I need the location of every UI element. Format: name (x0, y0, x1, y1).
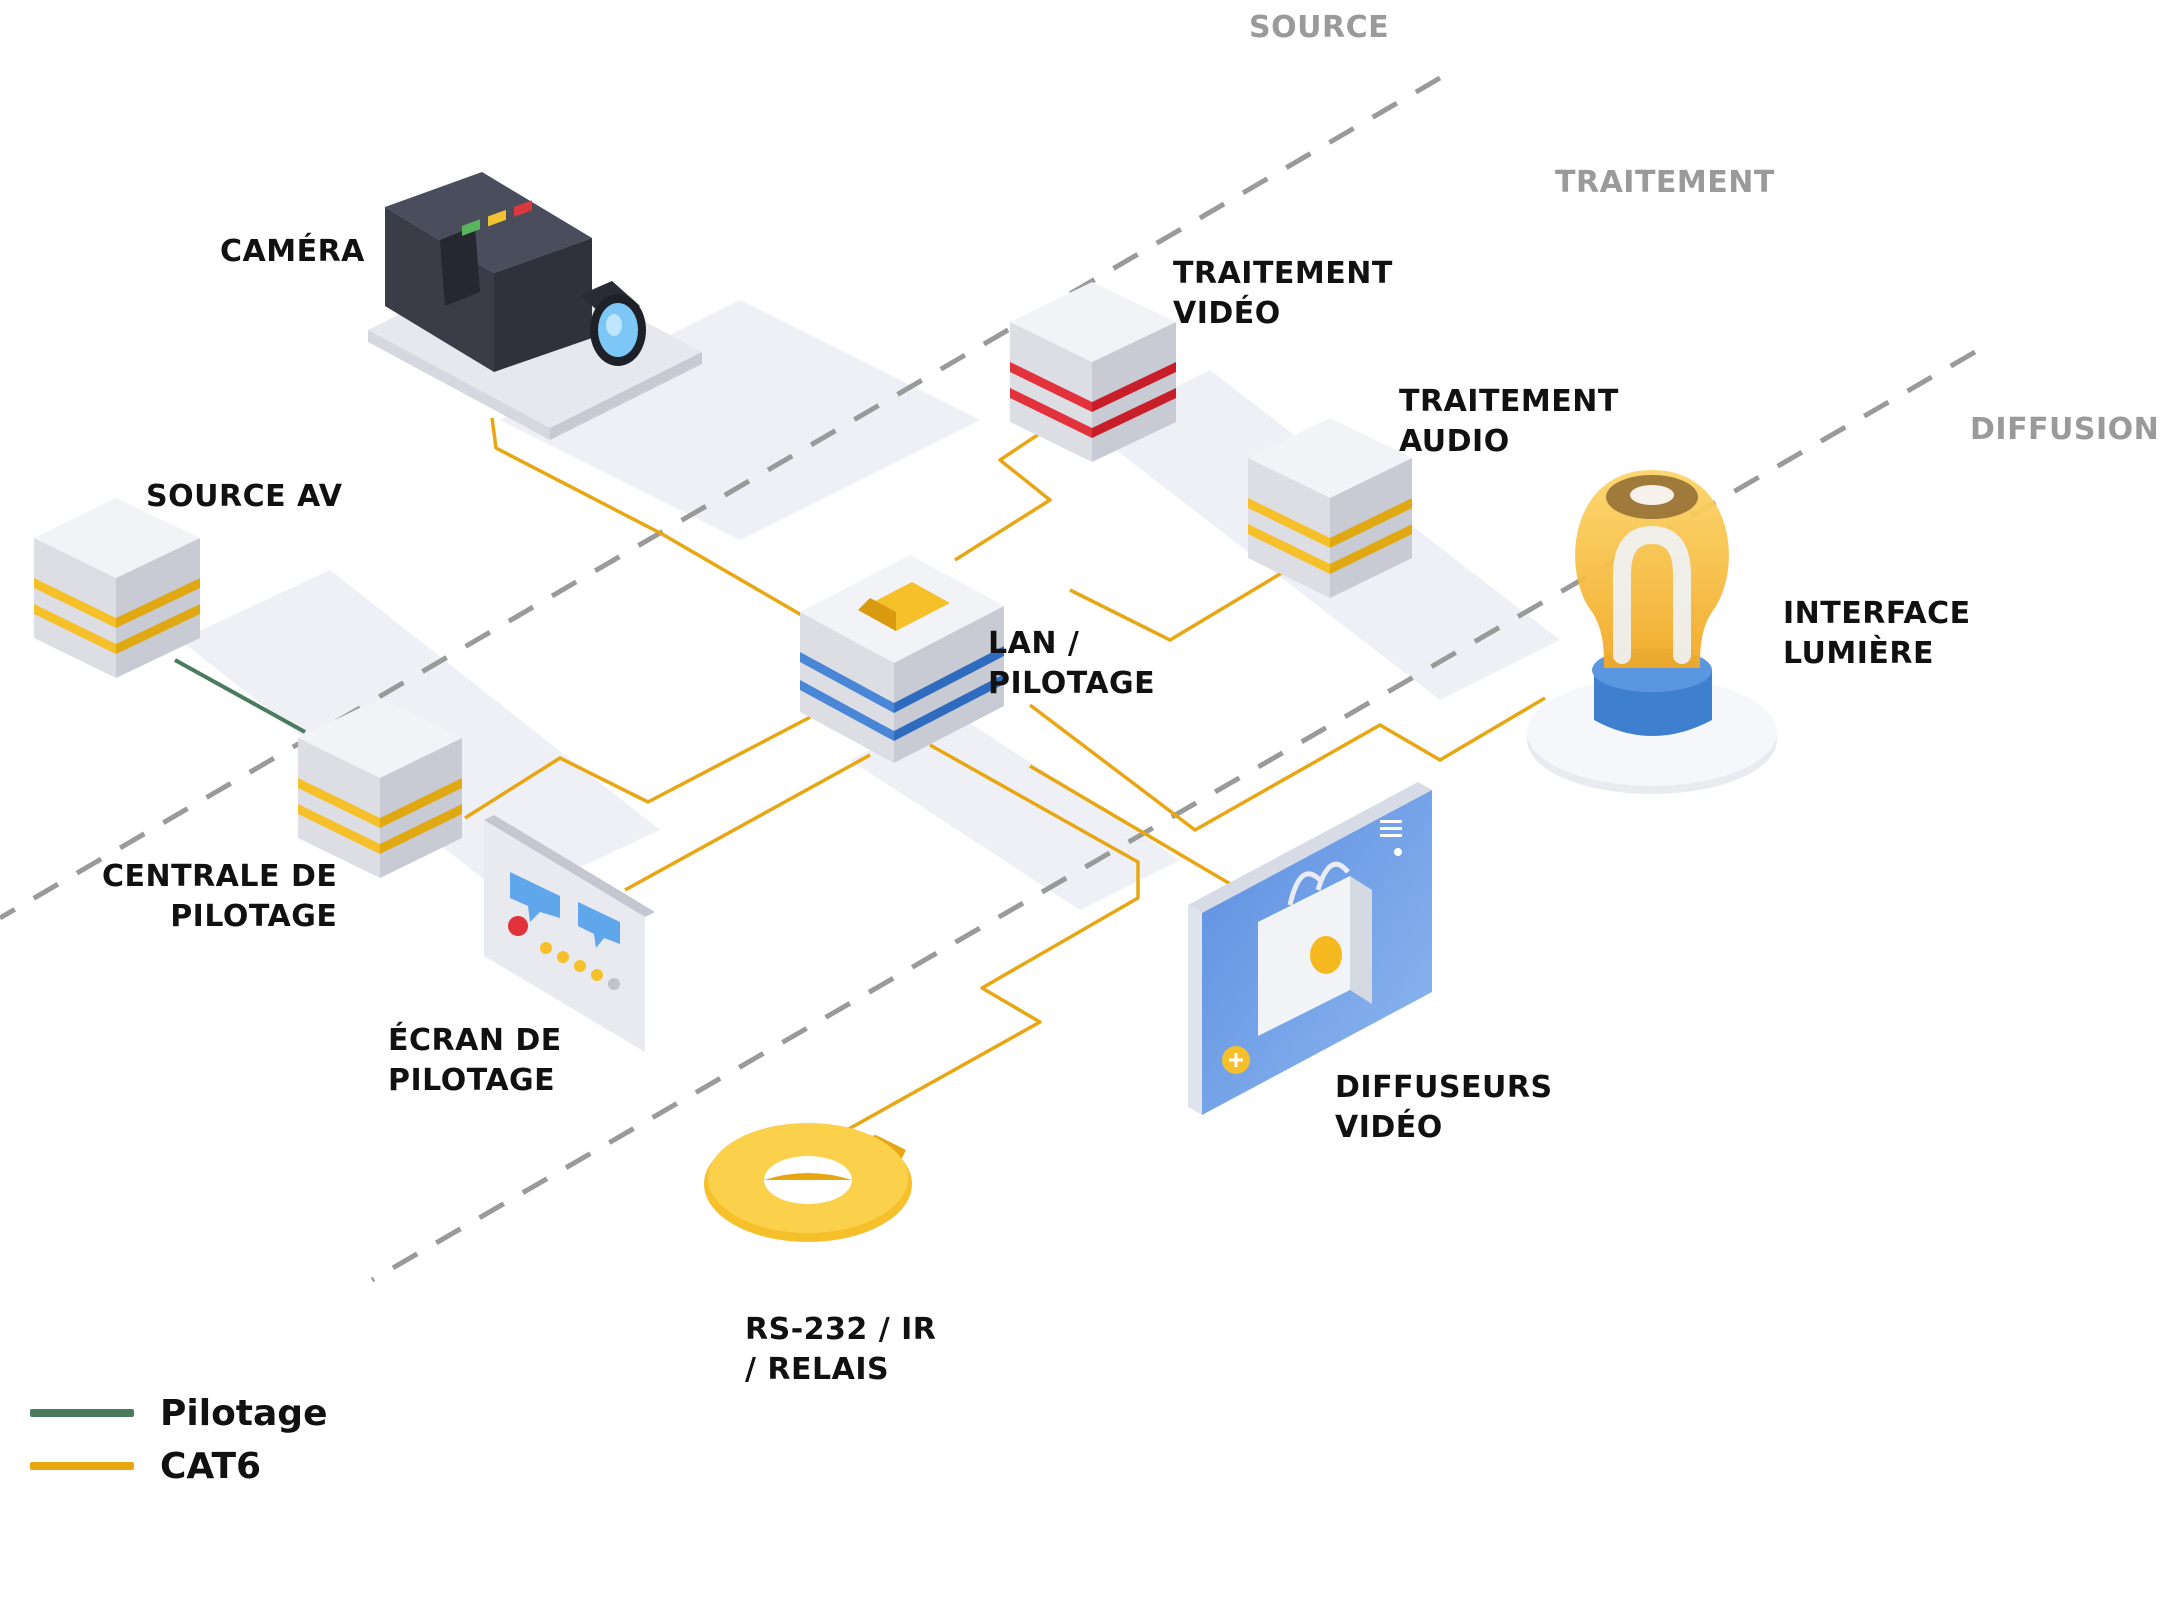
rating-stars-icon (540, 942, 620, 990)
label-diffuseurs: DIFFUSEURS VIDÉO (1335, 1070, 1553, 1145)
camera-indicator-yellow (488, 209, 506, 227)
location-pin-icon (508, 916, 528, 936)
light-interface-bulb (1527, 470, 1777, 794)
camera-indicator-green (462, 219, 480, 236)
cable-camera-lan (490, 417, 811, 622)
cables (174, 417, 1546, 1147)
cable-rs232-lan (819, 743, 1140, 1147)
legend-label-cat6: CAT6 (160, 1445, 262, 1487)
cable-centrale-lan (464, 710, 821, 820)
cable-tvideo-lan (954, 428, 1052, 562)
legend-swatch-pilotage (30, 1409, 134, 1417)
label-traitement-audio: TRAITEMENT AUDIO (1399, 384, 1619, 459)
video-display (1188, 782, 1432, 1115)
rs232-gear (704, 1123, 912, 1242)
label-lan: LAN / PILOTAGE (988, 626, 1156, 701)
cable-ecran-lan (624, 753, 871, 892)
video-processing-server (1010, 282, 1176, 462)
cable-lumiere-lan (1028, 696, 1546, 832)
menu-icon (1380, 820, 1402, 837)
divider-source (0, 75, 1442, 921)
cable-pilotage (174, 658, 306, 734)
legend-label-pilotage: Pilotage (160, 1392, 328, 1434)
control-screen (484, 815, 655, 1052)
label-camera: CAMÉRA (220, 234, 365, 269)
av-source-server (34, 498, 200, 678)
legend-pilotage: Pilotage (30, 1388, 327, 1438)
camera-indicator-red (514, 200, 532, 217)
audio-processing-server (1248, 418, 1412, 598)
camera-device (368, 172, 702, 440)
chat-bubble-icon (510, 872, 560, 922)
label-interface-lumiere: INTERFACE LUMIÈRE (1783, 596, 1971, 671)
lan-hub (800, 555, 1004, 763)
legend-cat6: CAT6 (30, 1441, 261, 1491)
cable-taudio-lan (1069, 566, 1291, 642)
label-ecran: ÉCRAN DE PILOTAGE (388, 1023, 562, 1098)
bell-icon (1394, 848, 1402, 856)
label-centrale: CENTRALE DE PILOTAGE (102, 859, 338, 934)
zone-label-source: SOURCE (1249, 10, 1390, 45)
label-traitement-video: TRAITEMENT VIDÉO (1173, 256, 1393, 331)
legend-swatch-cat6 (30, 1462, 134, 1470)
cable-diffuseurs-lan (1029, 764, 1233, 887)
control-unit-server (298, 698, 462, 878)
chat-bubble-icon-2 (578, 902, 620, 948)
zone-label-traitement: TRAITEMENT (1555, 165, 1775, 200)
zone-label-diffusion: DIFFUSION (1970, 412, 2160, 447)
label-rs232: RS-232 / IR / RELAIS (745, 1312, 937, 1387)
label-source-av: SOURCE AV (146, 479, 343, 514)
